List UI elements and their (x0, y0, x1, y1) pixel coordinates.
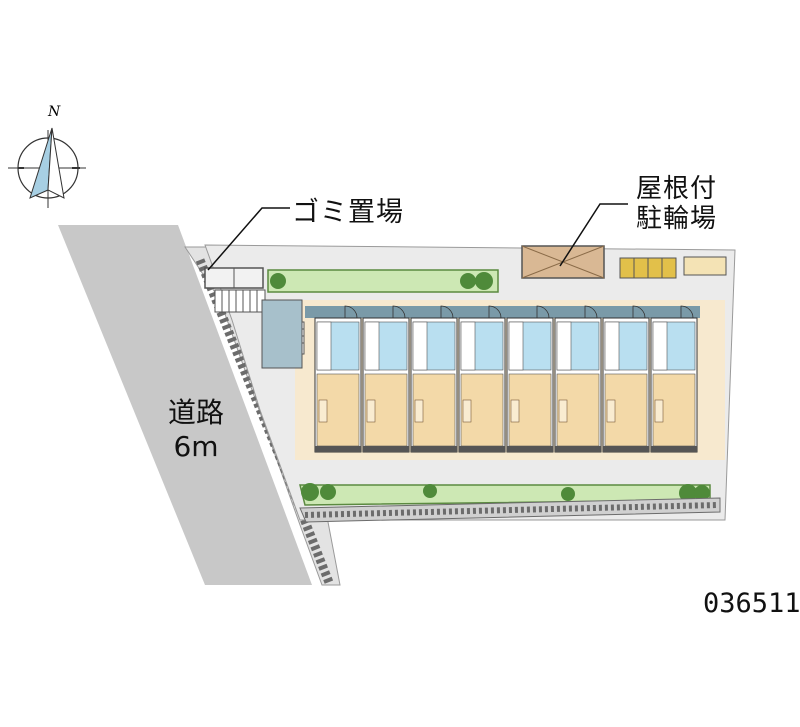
road-label: 道路 6m (168, 396, 224, 464)
tree (561, 487, 575, 501)
tree (270, 273, 286, 289)
road (58, 225, 312, 585)
tree (423, 484, 437, 498)
tree (475, 272, 493, 290)
tree (460, 273, 476, 289)
corridor (305, 306, 700, 318)
unit (314, 305, 362, 453)
tree (694, 485, 710, 501)
tree (301, 483, 319, 501)
property-code: 036511 (703, 588, 800, 619)
compass-north-label: N (48, 104, 61, 120)
unit (362, 305, 410, 453)
bike-leader (559, 203, 628, 267)
bike-parking-label-line1: 屋根付 (636, 174, 718, 204)
apartment-units (314, 305, 698, 453)
unit (506, 305, 554, 453)
compass-icon (8, 127, 86, 208)
bike-rack (683, 256, 727, 276)
unit (554, 305, 602, 453)
unit (650, 305, 698, 453)
corridor (261, 299, 303, 369)
road-label-line2: 6m (173, 430, 219, 463)
bike-parking-label: 屋根付 駐輪場 (636, 174, 717, 234)
garbage-area-label: ゴミ置場 (292, 197, 404, 228)
unit (410, 305, 458, 453)
retaining-wall (195, 258, 335, 587)
top-hedge (267, 269, 499, 293)
road-label-line1: 道路 (168, 396, 225, 429)
tree (679, 484, 697, 502)
bike-parking-label-line2: 駐輪場 (636, 204, 718, 234)
tree (320, 484, 336, 500)
garbage-leader (207, 207, 290, 271)
unit (602, 305, 650, 453)
unit (458, 305, 506, 453)
